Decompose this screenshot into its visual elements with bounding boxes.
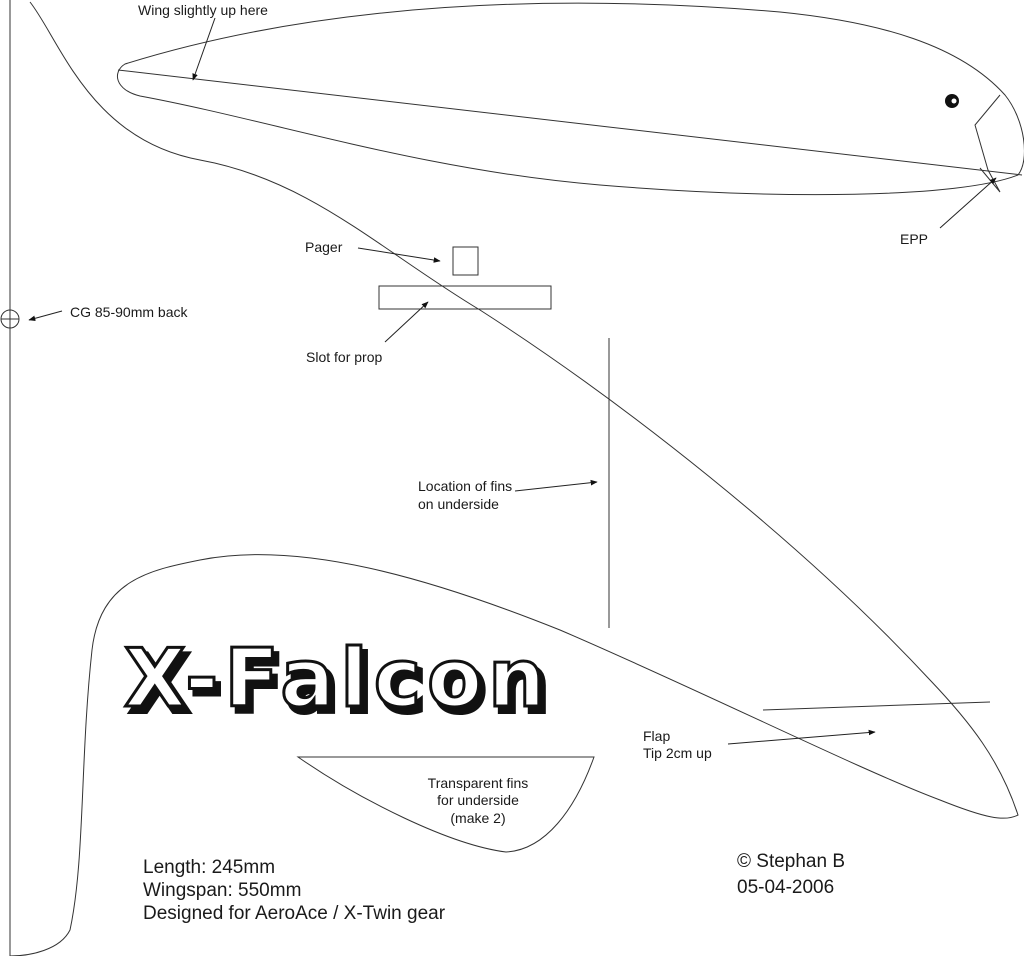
flap-hinge-line [762,701,991,711]
wing-up-label: Wing slightly up here [138,2,268,18]
epp-label: EPP [900,231,928,247]
wing-reference-line [117,69,1023,176]
cg-mark [0,309,20,329]
cg-arrow [28,310,63,322]
pager-label: Pager [305,239,343,255]
fins-label-2: for underside [437,792,519,808]
flap-label-2: Tip 2cm up [643,745,712,761]
flap-label-1: Flap [643,728,670,744]
fins-label-3: (make 2) [450,810,505,826]
author-credit: © Stephan B [737,851,845,872]
cg-label: CG 85-90mm back [70,304,188,320]
slot-label: Slot for prop [306,349,382,365]
pager-arrow [357,247,441,263]
pager-box [452,246,479,276]
wing-outline [9,1,1019,956]
epp-arrow [939,177,997,229]
logo-text: X-Falcon [124,632,551,725]
x-falcon-logo: X-Falcon X-Falcon [123,631,556,734]
fin-template [296,756,595,853]
fins-location-label-2: on underside [418,496,499,512]
fins-location-arrow [514,479,598,492]
wing-up-arrow [192,17,216,81]
flap-arrow [727,729,876,745]
fins-location-label-1: Location of fins [418,478,512,494]
date-credit: 05-04-2006 [737,877,834,898]
fins-label-1: Transparent fins [428,775,529,791]
slot-arrow [384,301,429,343]
length-spec: Length: 245mm [143,857,275,878]
epp-beak-piece [974,94,1001,193]
wingspan-spec: Wingspan: 550mm [143,880,301,901]
head-outline [116,2,1024,196]
eye-icon [945,94,959,108]
designed-for-spec: Designed for AeroAce / X-Twin gear [143,903,446,924]
prop-slot [378,285,552,310]
logo-shadow: X-Falcon [129,638,556,731]
